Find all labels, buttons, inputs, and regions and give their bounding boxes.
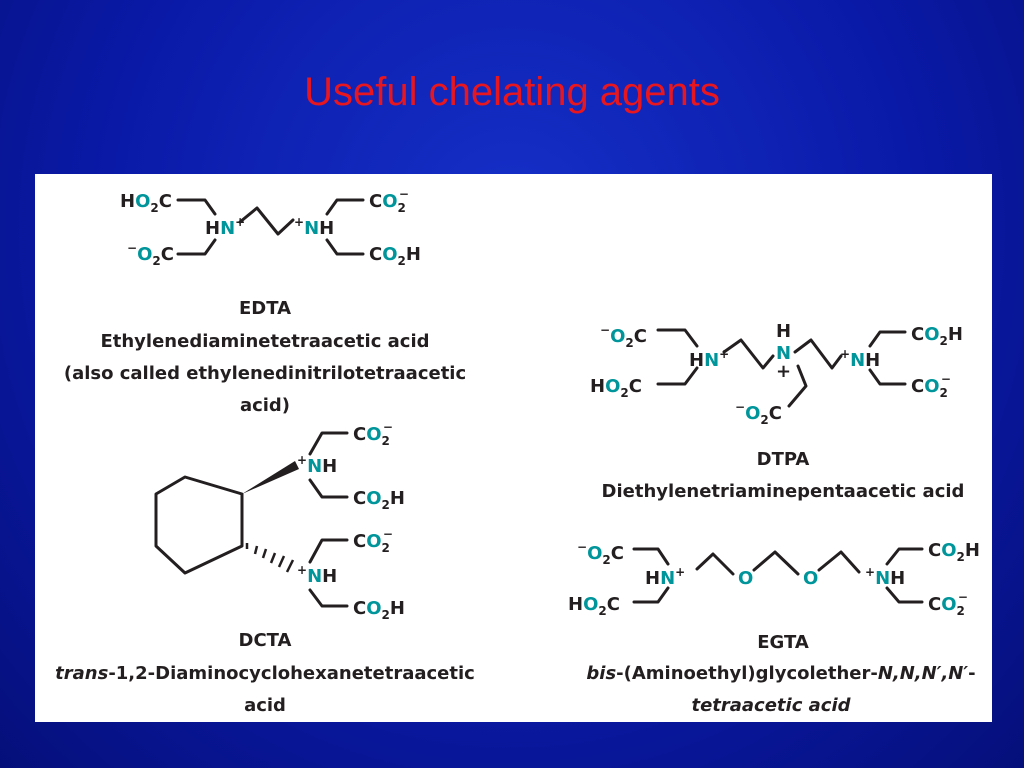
egta-amine-left: HN+ — [645, 565, 685, 589]
dcta-group-co2h-1: CO2H — [353, 488, 405, 512]
edta-group-o2c-bottom: −O2C — [127, 241, 174, 268]
dcta-amine-top: +NH — [297, 453, 337, 477]
dcta-group-co2-1: CO2− — [353, 420, 393, 448]
dcta-name-line2: acid — [244, 695, 286, 716]
dtpa-group-co2h-top: CO2H — [911, 324, 963, 348]
egta-name-line1: bis-(Aminoethyl)glycolether-N,N,N′,N′- — [586, 663, 975, 684]
dtpa-amine-right: +NH — [840, 347, 880, 371]
chelating-agents-figure: HO2C −O2C HN+ +NH CO2− CO2H EDTA Ethylen… — [55, 187, 980, 716]
egta-ether-o-2: O — [803, 568, 818, 589]
egta-name-line2: tetraacetic acid — [691, 695, 851, 716]
egta-group-ho2c-bottom: HO2C — [568, 594, 620, 618]
edta-group-ho2c-top: HO2C — [120, 191, 172, 215]
edta-group-co2h-bottom: CO2H — [369, 244, 421, 268]
slide-title: Useful chelating agents — [304, 70, 720, 114]
dcta-group-co2-2: CO2− — [353, 527, 393, 555]
edta-alt-name-line1: (also called ethylenedinitrilotetraaceti… — [64, 363, 466, 384]
dcta-amine-bottom: +NH — [297, 563, 337, 587]
dtpa-group-o2c-top: −O2C — [600, 323, 647, 350]
dtpa-amine-left: HN+ — [689, 347, 729, 371]
dtpa-abbr: DTPA — [757, 449, 810, 470]
egta-group-o2c-top: −O2C — [577, 540, 624, 567]
dcta-cyclohexane-ring — [154, 475, 244, 575]
dtpa-group-co2-bottom: CO2− — [911, 372, 951, 400]
egta-ether-o-1: O — [738, 568, 753, 589]
dtpa-amine-center-h: H — [776, 321, 791, 342]
edta-abbr: EDTA — [239, 298, 291, 319]
egta-abbr: EGTA — [757, 632, 809, 653]
dtpa-amine-center: N — [776, 343, 791, 364]
egta-name-suffix: N,N,N′,N′ — [878, 663, 969, 684]
dcta-wedge-bond — [242, 461, 299, 494]
dtpa-name: Diethylenetriaminepentaacetic acid — [602, 481, 965, 502]
edta-group-co2-top: CO2− — [369, 187, 409, 215]
edta-alt-name-line2: acid) — [240, 395, 290, 416]
egta-name-prefix: bis — [586, 663, 616, 684]
egta-structure: −O2C HO2C HN+ O O +NH CO2H CO2− — [568, 540, 980, 618]
edta-amine-right: +NH — [294, 215, 334, 239]
edta-structure: HO2C −O2C HN+ +NH CO2− CO2H — [120, 187, 421, 268]
dcta-name-line1: trans-1,2-Diaminocyclohexanetetraacetic — [55, 663, 475, 684]
dcta-abbr: DCTA — [239, 630, 292, 651]
egta-group-co2h-top: CO2H — [928, 540, 980, 564]
edta-name: Ethylenediaminetetraacetic acid — [100, 331, 429, 352]
egta-name-dash: - — [968, 663, 975, 684]
edta-amine-left: HN+ — [205, 215, 245, 239]
dcta-name-prefix: trans — [55, 663, 108, 684]
egta-name-mid: -(Aminoethyl)glycolether- — [616, 663, 878, 684]
dtpa-structure: −O2C HO2C HN+ H N + +NH CO2H CO2− −O2C — [590, 321, 963, 427]
egta-group-co2-bottom: CO2− — [928, 590, 968, 618]
dcta-name-rest: -1,2-Diaminocyclohexanetetraacetic — [108, 663, 475, 684]
egta-amine-right: +NH — [865, 565, 905, 589]
dcta-structure: +NH +NH CO2− CO2H CO2− CO2H — [154, 420, 405, 622]
dtpa-amine-center-charge: + — [776, 361, 791, 382]
dtpa-group-ho2c-bottom: HO2C — [590, 376, 642, 400]
dtpa-group-o2c-center: −O2C — [735, 400, 782, 427]
dcta-group-co2h-2: CO2H — [353, 598, 405, 622]
dcta-hash-bond — [245, 543, 295, 573]
figure-panel: HO2C −O2C HN+ +NH CO2− CO2H EDTA Ethylen… — [35, 174, 992, 722]
